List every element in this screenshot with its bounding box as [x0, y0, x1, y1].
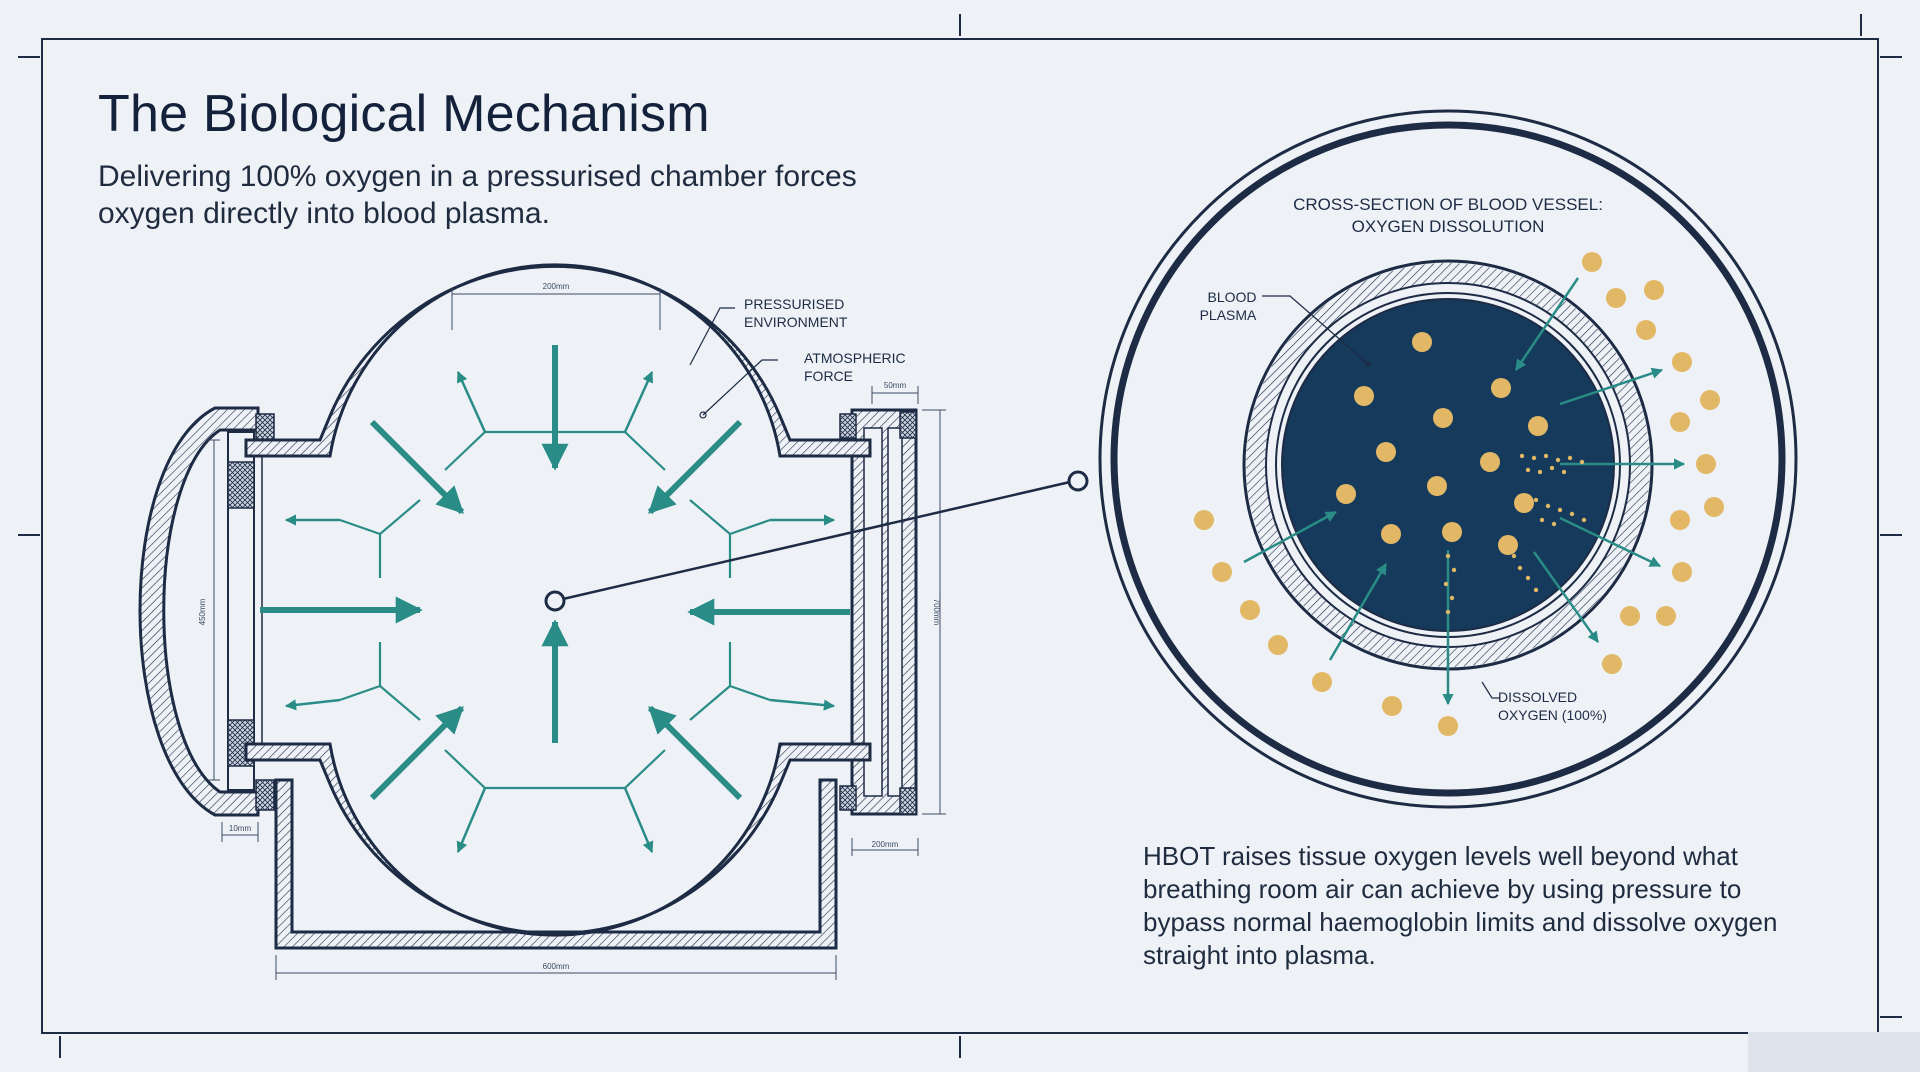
vessel-title-1: CROSS-SECTION OF BLOOD VESSEL: — [1293, 195, 1603, 214]
label-oxygen-1: DISSOLVED — [1498, 689, 1577, 705]
corner-patch — [1748, 1032, 1920, 1072]
dim-bottom: 600mm — [543, 962, 570, 971]
blueprint-frame — [41, 38, 1879, 1034]
zoom-connector-node — [1067, 470, 1089, 492]
outward-small-arrows — [284, 370, 836, 854]
left-flange-bottom — [255, 779, 275, 811]
dim-door-top: 50mm — [884, 381, 907, 390]
arrow-inward-bottom-left — [369, 705, 465, 801]
description-text: HBOT raises tissue oxygen levels well be… — [1143, 841, 1778, 970]
page-title: The Biological Mechanism — [98, 85, 710, 143]
right-flange-bottom — [899, 787, 917, 815]
frame-tick-bottom-left — [59, 1036, 61, 1058]
frame-tick-left — [18, 534, 40, 536]
vessel-title-2: OXYGEN DISSOLUTION — [1352, 217, 1545, 236]
arrow-inward-top-left — [369, 419, 465, 515]
magnifier-inner-ring — [1110, 121, 1786, 797]
label-pressurised-1: PRESSURISED — [744, 296, 844, 312]
page-subtitle: Delivering 100% oxygen in a pressurised … — [98, 160, 857, 230]
dim-right-foot: 200mm — [872, 840, 899, 849]
chamber-centre-node — [544, 590, 566, 612]
zoom-connector — [562, 480, 1071, 601]
label-plasma-1: BLOOD — [1207, 289, 1256, 305]
arrow-inward-top-right — [647, 419, 743, 515]
left-door-hinge-top — [227, 461, 255, 509]
label-atmospheric-2: FORCE — [804, 368, 853, 384]
dim-right: 700mm — [932, 599, 941, 626]
right-flange-top — [899, 411, 917, 439]
arrow-inward-bottom-right — [647, 705, 743, 801]
dimension-lines — [208, 288, 946, 980]
chamber-diagram: PRESSURISED ENVIRONMENT ATMOSPHERIC FORC… — [138, 263, 946, 980]
inward-pressure-arrows — [260, 345, 850, 801]
frame-tick-left-top — [18, 56, 40, 58]
label-oxygen-2: OXYGEN (100%) — [1498, 707, 1607, 723]
label-pressurised-2: ENVIRONMENT — [744, 314, 848, 330]
frame-tick-right-top — [1880, 56, 1902, 58]
oxygen-molecules-outside — [1194, 252, 1724, 736]
branch-lines — [339, 430, 771, 790]
dim-left: 450mm — [198, 598, 207, 625]
oxygen-molecules-inside — [1336, 332, 1548, 555]
dim-top: 200mm — [543, 282, 570, 291]
frame-tick-top — [959, 14, 961, 36]
magnifier-outer-ring — [1098, 109, 1798, 809]
vessel-cross-section: CROSS-SECTION OF BLOOD VESSEL: OXYGEN DI… — [1098, 109, 1798, 809]
oxygen-trail-dots — [1443, 453, 1587, 615]
oxygen-diffusion-arrows — [1243, 277, 1686, 706]
frame-tick-bottom — [959, 1036, 961, 1058]
dim-left-foot: 10mm — [229, 824, 252, 833]
chamber-base — [274, 778, 838, 950]
frame-tick-right — [1880, 534, 1902, 536]
label-plasma-2: PLASMA — [1200, 307, 1257, 323]
label-atmospheric-1: ATMOSPHERIC — [804, 350, 906, 366]
frame-tick-right-bottom — [1880, 1016, 1902, 1018]
frame-tick-top-right — [1860, 14, 1862, 36]
